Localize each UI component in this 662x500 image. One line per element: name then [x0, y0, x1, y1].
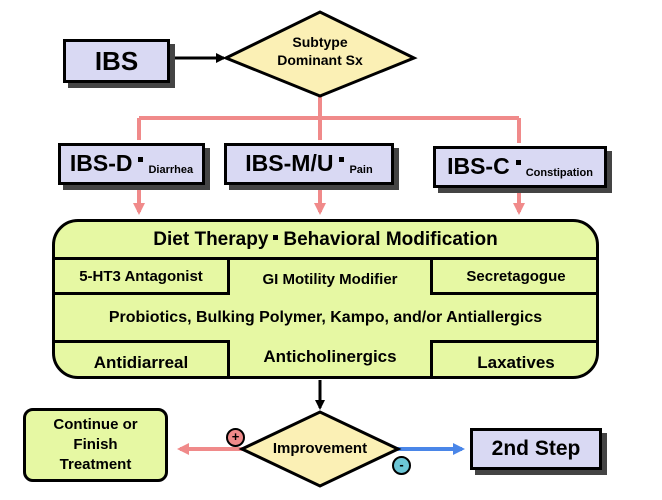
- positive-sign-icon: +: [226, 428, 245, 447]
- separator-dot: [339, 156, 345, 162]
- subtype-name: IBS-D: [69, 149, 133, 176]
- subtype-to-therapy-arrows: [133, 188, 525, 215]
- therapy-anticholinergics: Anticholinergics: [263, 347, 397, 366]
- second-step-label: 2nd Step: [491, 437, 581, 460]
- subtype-detail: Constipation: [525, 167, 593, 179]
- continue-line2: Finish: [73, 436, 118, 453]
- subtype-name: IBS-M/U: [245, 149, 334, 176]
- negative-sign-icon: -: [392, 456, 411, 475]
- separator-dot: [515, 159, 521, 165]
- therapy-secretagogue: Secretagogue: [430, 257, 596, 295]
- subtype-box-ibs-c: IBS-C Constipation: [433, 146, 607, 188]
- therapy-title: Diet Therapy Behavioral Modification: [55, 222, 596, 258]
- continue-line3: Treatment: [59, 456, 132, 473]
- therapy-antidiarreal: Antidiarreal: [55, 340, 230, 376]
- second-step-box: 2nd Step: [470, 428, 602, 470]
- separator-dot: [273, 234, 279, 240]
- therapy-block: Diet Therapy Behavioral Modification 5-HT…: [52, 219, 599, 379]
- ibs-root-box: IBS: [63, 39, 170, 83]
- subtype-line1: Subtype: [292, 34, 348, 50]
- subtype-diamond: [222, 10, 418, 98]
- subtype-detail: Diarrhea: [148, 164, 194, 176]
- separator-dot: [138, 156, 144, 162]
- subtype-box-ibs-d: IBS-D Diarrhea: [58, 143, 205, 185]
- subtype-detail: Pain: [349, 164, 373, 176]
- subtype-line2: Dominant Sx: [277, 52, 363, 68]
- therapy-5ht3-antagonist: 5-HT3 Antagonist: [55, 257, 230, 295]
- subtype-box-ibs-m-u: IBS-M/U Pain: [224, 143, 394, 185]
- continue-line1: Continue or: [53, 416, 138, 433]
- subtype-name: IBS-C: [447, 152, 510, 179]
- therapy-gi-motility-modifier: GI Motility Modifier: [230, 257, 430, 295]
- improvement-label: Improvement: [272, 440, 368, 457]
- ibs-root-label: IBS: [94, 45, 139, 76]
- therapy-laxatives: Laxatives: [430, 340, 596, 376]
- improvement-diamond: [238, 410, 402, 488]
- subtype-diamond-text: Subtype Dominant Sx: [256, 33, 384, 69]
- therapy-title-a: Diet Therapy: [153, 229, 269, 250]
- continue-or-finish-box: Continue or Finish Treatment: [23, 408, 168, 482]
- branch-lines: [137, 96, 521, 143]
- therapy-probiotics-row: Probiotics, Bulking Polymer, Kampo, and/…: [108, 308, 543, 326]
- therapy-title-b: Behavioral Modification: [283, 229, 498, 250]
